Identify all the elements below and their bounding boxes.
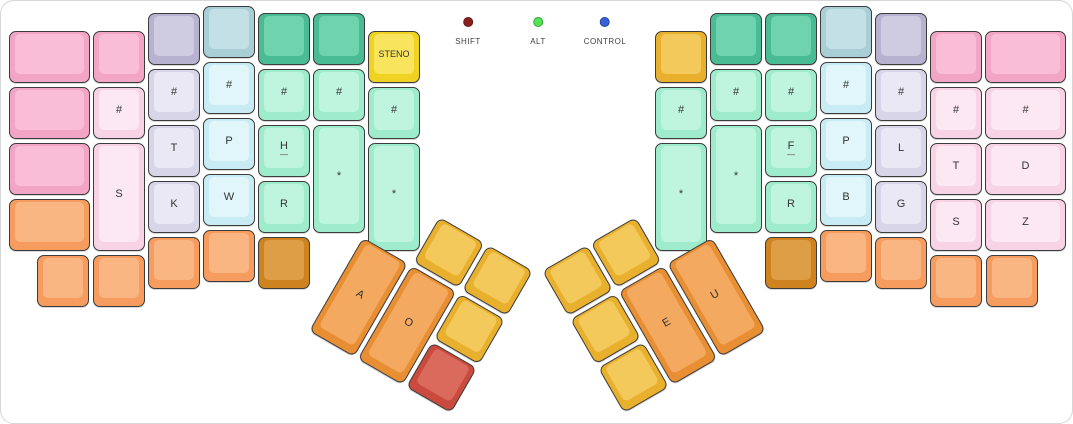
key-f[interactable]: F— [765,125,817,177]
key-blank[interactable] [930,31,982,83]
control-indicator-dot [600,17,610,27]
key-blank[interactable] [203,230,255,282]
key-blank[interactable] [875,237,927,289]
key-blank[interactable] [258,237,310,289]
key-blank[interactable] [930,255,982,307]
key-star[interactable]: * [368,143,420,251]
key-blank[interactable] [9,143,90,195]
key-s[interactable]: S [93,143,145,251]
key-hash[interactable]: # [765,69,817,121]
key-blank[interactable] [875,13,927,65]
key-g[interactable]: G [875,181,927,233]
key-blank[interactable] [148,13,200,65]
key-blank[interactable] [93,255,145,307]
key-blank[interactable] [148,237,200,289]
key-t[interactable]: T [930,143,982,195]
key-l[interactable]: L [875,125,927,177]
key-t[interactable]: T [148,125,200,177]
key-hash[interactable]: # [258,69,310,121]
key-hash[interactable]: # [710,69,762,121]
legend-shift-label: SHIFT [455,37,481,46]
key-r[interactable]: R [258,181,310,233]
key-b[interactable]: B [820,174,872,226]
key-hash[interactable]: # [368,87,420,139]
key-star[interactable]: * [655,143,707,251]
legend-alt-label: ALT [530,37,546,46]
legend-control-label: CONTROL [583,37,627,46]
key-p[interactable]: P [820,118,872,170]
key-hash[interactable]: # [313,69,365,121]
key-blank[interactable] [820,6,872,58]
key-blank[interactable] [9,199,90,251]
key-s[interactable]: S [930,199,982,251]
key-star[interactable]: * [313,125,365,233]
key-blank[interactable] [986,255,1038,307]
key-z[interactable]: Z [985,199,1066,251]
key-blank[interactable] [655,31,707,83]
key-blank[interactable] [313,13,365,65]
key-blank[interactable] [710,13,762,65]
key-blank[interactable] [9,87,90,139]
key-hash[interactable]: # [985,87,1066,139]
key-hash[interactable]: # [930,87,982,139]
legend-shift: SHIFT [455,17,481,46]
key-p[interactable]: P [203,118,255,170]
key-hash[interactable]: # [875,69,927,121]
key-r[interactable]: R [765,181,817,233]
key-blank[interactable] [820,230,872,282]
key-blank[interactable] [765,13,817,65]
key-blank[interactable] [203,6,255,58]
key-d[interactable]: D [985,143,1066,195]
key-w[interactable]: W [203,174,255,226]
key-blank[interactable] [37,255,89,307]
legend-control: CONTROL [584,17,627,46]
key-star[interactable]: * [710,125,762,233]
shift-indicator-dot [462,17,473,27]
key-blank[interactable] [765,237,817,289]
key-k[interactable]: K [148,181,200,233]
key-blank[interactable] [9,31,90,83]
key-h[interactable]: H— [258,125,310,177]
key-blank[interactable] [985,31,1066,83]
key-blank[interactable] [93,31,145,83]
key-hash[interactable]: # [820,62,872,114]
key-hash[interactable]: # [655,87,707,139]
legend-alt: ALT [530,17,546,46]
key-blank[interactable] [258,13,310,65]
alt-indicator-dot [532,17,543,27]
key-hash[interactable]: # [203,62,255,114]
key-steno[interactable]: STENO [368,31,420,83]
key-hash[interactable]: # [93,87,145,139]
key-hash[interactable]: # [148,69,200,121]
